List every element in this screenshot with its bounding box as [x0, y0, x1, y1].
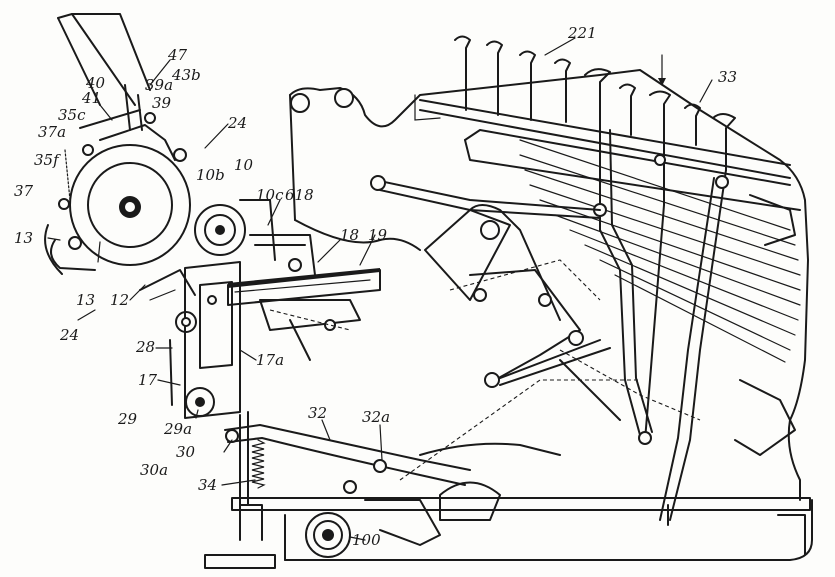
- label-29: 29: [117, 410, 138, 428]
- label-41: 41: [81, 89, 101, 107]
- print-assembly: [227, 234, 381, 361]
- label-35c: 35c: [58, 106, 86, 124]
- label-30: 30: [176, 443, 196, 461]
- label-29a: 29a: [163, 420, 192, 438]
- label-221: 221: [567, 24, 597, 42]
- label-33: 33: [718, 68, 737, 86]
- label-13-left: 13: [14, 229, 33, 247]
- leader-lines: [47, 37, 713, 541]
- label-37a: 37a: [38, 123, 66, 141]
- label-13: 13: [76, 291, 95, 309]
- label-24-top: 24: [227, 114, 247, 132]
- key-rails: [414, 94, 801, 211]
- label-618: 618: [285, 186, 314, 204]
- label-43b: 43b: [171, 66, 201, 84]
- label-100: 100: [352, 531, 381, 549]
- label-17a: 17a: [256, 351, 284, 369]
- label-39: 39: [152, 94, 172, 112]
- label-30a: 30a: [140, 461, 168, 479]
- label-24: 24: [59, 326, 79, 344]
- label-17: 17: [138, 371, 158, 389]
- label-40: 40: [85, 74, 106, 92]
- spring-lever: [224, 411, 561, 546]
- label-12: 12: [110, 291, 129, 309]
- frame-hole-left: [290, 93, 310, 113]
- label-10b: 10b: [196, 166, 225, 184]
- central-linkage: [370, 175, 701, 481]
- label-32: 32: [308, 404, 327, 422]
- label-37: 37: [14, 182, 34, 200]
- label-39a: 39a: [145, 76, 173, 94]
- label-10: 10: [234, 156, 254, 174]
- roller-100: [305, 512, 351, 558]
- frame-hole-right: [334, 88, 354, 108]
- label-28: 28: [135, 338, 155, 356]
- label-32a: 32a: [362, 408, 390, 426]
- label-34: 34: [198, 476, 217, 494]
- carriage: [44, 13, 276, 275]
- left-plate: [139, 261, 241, 419]
- key-row: [454, 35, 736, 206]
- label-35f: 35f: [34, 151, 61, 169]
- label-18: 18: [340, 226, 359, 244]
- label-19: 19: [368, 226, 388, 244]
- label-10c: 10c: [256, 186, 284, 204]
- typebar-fan: [519, 139, 801, 456]
- base-frame: [204, 497, 813, 569]
- label-47: 47: [167, 46, 188, 64]
- reference-labels: 47 41 40 39a 43b 39 35c 37a 35f 37 24 10…: [14, 24, 737, 549]
